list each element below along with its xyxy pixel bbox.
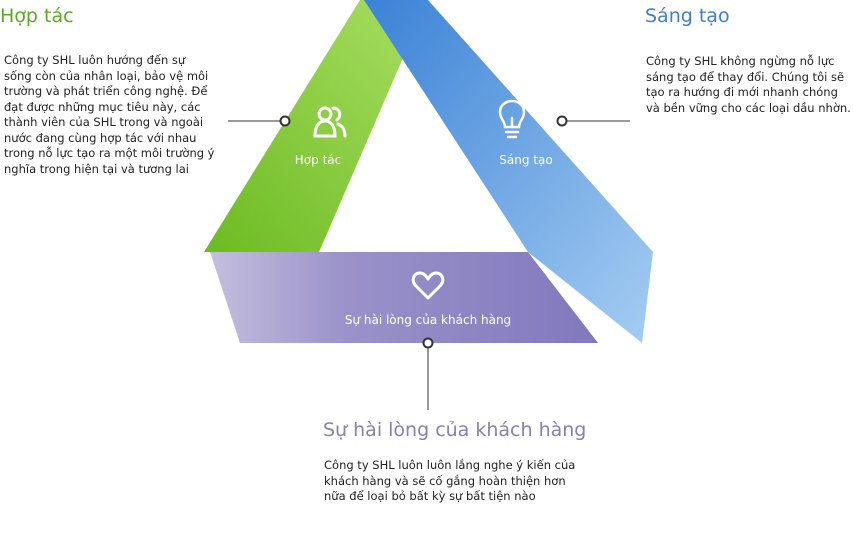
satisfaction-heading: Sự hài lòng của khách hàng [323,419,587,441]
lightbulb-icon [498,99,526,139]
innovation-connector-dot [556,115,568,127]
heart-icon [411,271,445,300]
cooperation-heading: Hợp tác [0,5,74,27]
people-icon [313,106,347,138]
innovation-band-label: Sáng tạo [499,153,552,167]
cooperation-connector-dot [279,115,291,127]
cooperation-band-label: Hợp tác [295,153,341,167]
innovation-description: Công ty SHL không ngừng nỗ lực sáng tạo … [646,54,851,115]
satisfaction-connector-dot [422,337,434,349]
innovation-band [364,0,653,343]
satisfaction-band-label: Sự hài lòng của khách hàng [345,313,511,327]
cooperation-description: Công ty SHL luôn hướng đến sự sống còn c… [4,53,215,176]
satisfaction-band [210,252,598,343]
innovation-heading: Sáng tạo [645,5,730,27]
satisfaction-description: Công ty SHL luôn luôn lắng nghe ý kiến c… [324,458,576,503]
